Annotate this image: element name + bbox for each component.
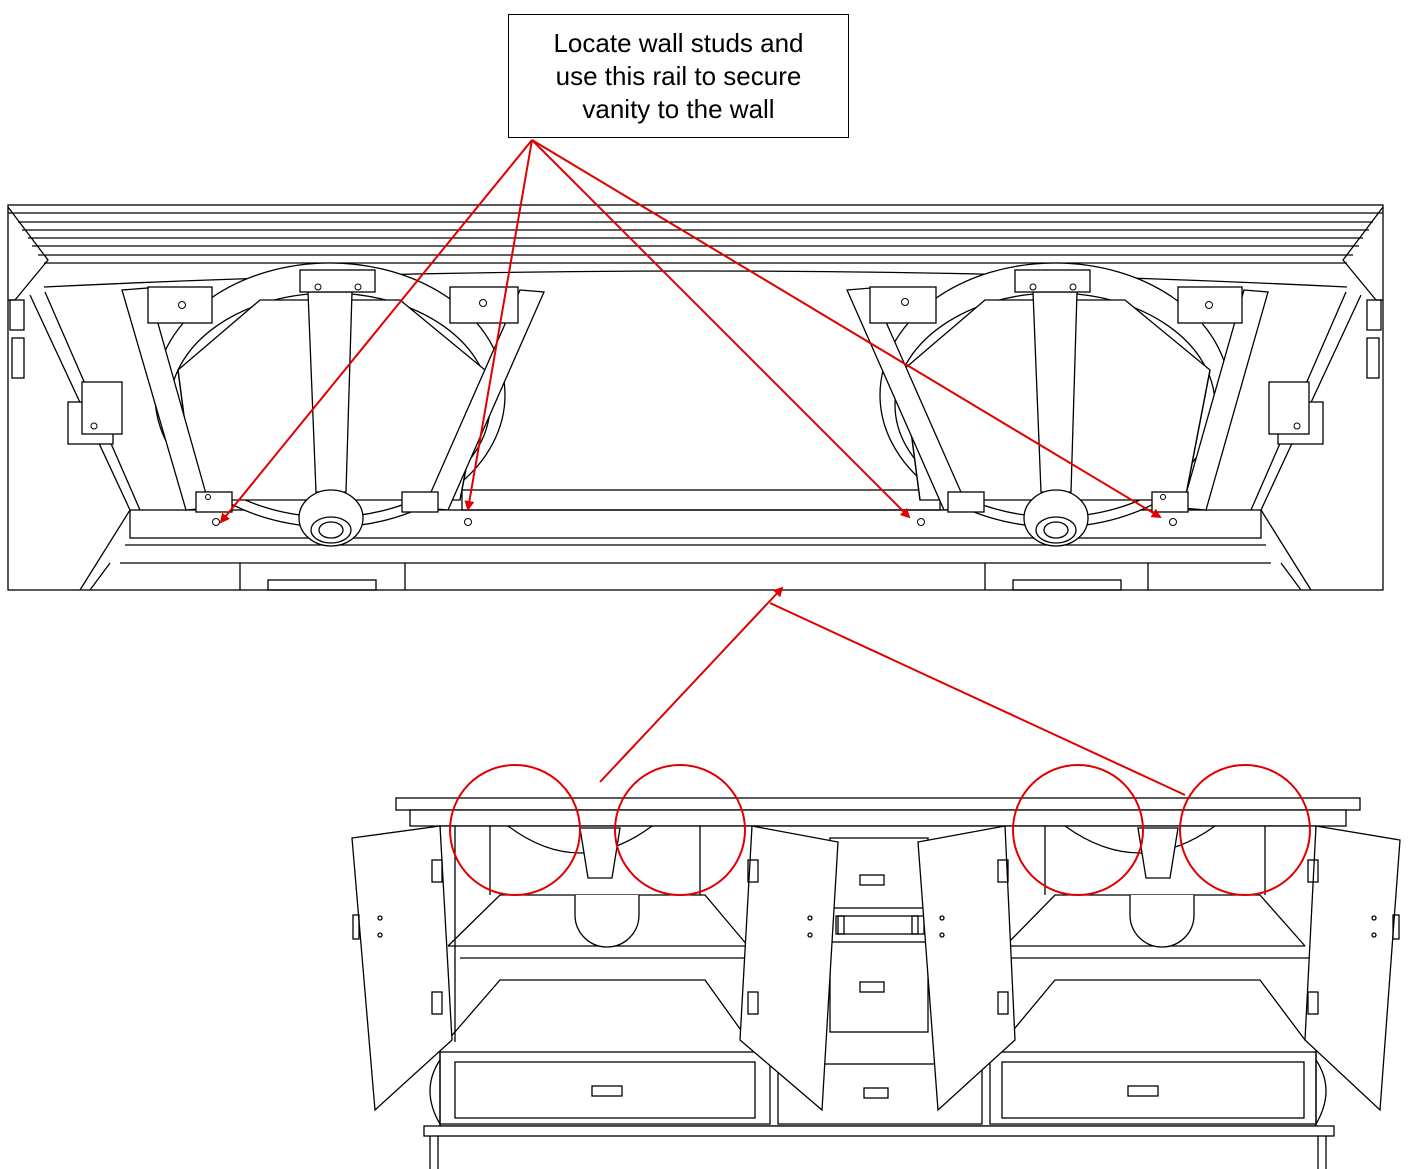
screw-icon bbox=[354, 283, 362, 291]
instruction-callout: Locate wall studs and use this rail to s… bbox=[508, 14, 849, 138]
right-drain-mount bbox=[1014, 269, 1091, 293]
highlight-circle-icon bbox=[449, 764, 581, 896]
countertop bbox=[395, 797, 1361, 811]
arrow-head-icon bbox=[219, 139, 533, 524]
drawer-handle bbox=[863, 1087, 889, 1099]
drawer-handle bbox=[1127, 1085, 1159, 1097]
highlight-circle-icon-group bbox=[449, 764, 1311, 896]
screw-icon bbox=[1069, 283, 1077, 291]
door-far-left bbox=[351, 825, 453, 1112]
callout-line-2: use this rail to secure bbox=[555, 60, 802, 91]
screw-icon bbox=[917, 518, 925, 526]
callout-line-3: vanity to the wall bbox=[582, 93, 775, 124]
door-center-right bbox=[917, 825, 1016, 1112]
callout-line-1: Locate wall studs and bbox=[553, 27, 804, 58]
highlight-circle-icon bbox=[1179, 764, 1311, 896]
left-drain-mount bbox=[299, 269, 376, 293]
arrow-head-icon bbox=[531, 139, 1162, 519]
screw-icon bbox=[1205, 301, 1213, 309]
screw-icon bbox=[1293, 422, 1301, 430]
screw-icon bbox=[464, 518, 472, 526]
arrow-head-icon bbox=[531, 139, 911, 519]
arrow-head-icon bbox=[599, 586, 784, 783]
screw-icon bbox=[212, 518, 220, 526]
leader-arrows bbox=[219, 139, 1186, 796]
door-far-right bbox=[1304, 825, 1401, 1112]
screw-icon bbox=[205, 494, 211, 500]
drawer-handle bbox=[591, 1085, 623, 1097]
screw-icon bbox=[479, 299, 487, 307]
screw-icon bbox=[1169, 518, 1177, 526]
screw-icon bbox=[1160, 494, 1166, 500]
bottom-drawer-center bbox=[777, 1063, 983, 1125]
drawer-handle bbox=[859, 874, 885, 886]
screw-icon-group bbox=[90, 283, 1301, 526]
detail-leader-line bbox=[769, 602, 1186, 796]
drawer-handle bbox=[859, 981, 885, 993]
door-center-left bbox=[739, 825, 839, 1112]
screw-icon bbox=[314, 283, 322, 291]
highlight-circle-icon bbox=[614, 764, 746, 896]
screw-icon bbox=[90, 422, 98, 430]
screw-icon bbox=[901, 298, 909, 306]
bottom-drawer-left bbox=[439, 1051, 771, 1125]
screw-icon bbox=[178, 301, 186, 309]
screw-icon bbox=[1029, 283, 1037, 291]
bottom-drawer-right bbox=[989, 1051, 1317, 1125]
highlight-circle-icon bbox=[1012, 764, 1144, 896]
top-detail-view bbox=[7, 204, 1384, 591]
arrow-head-icon bbox=[464, 139, 533, 511]
vanity-cabinet bbox=[351, 797, 1401, 1169]
